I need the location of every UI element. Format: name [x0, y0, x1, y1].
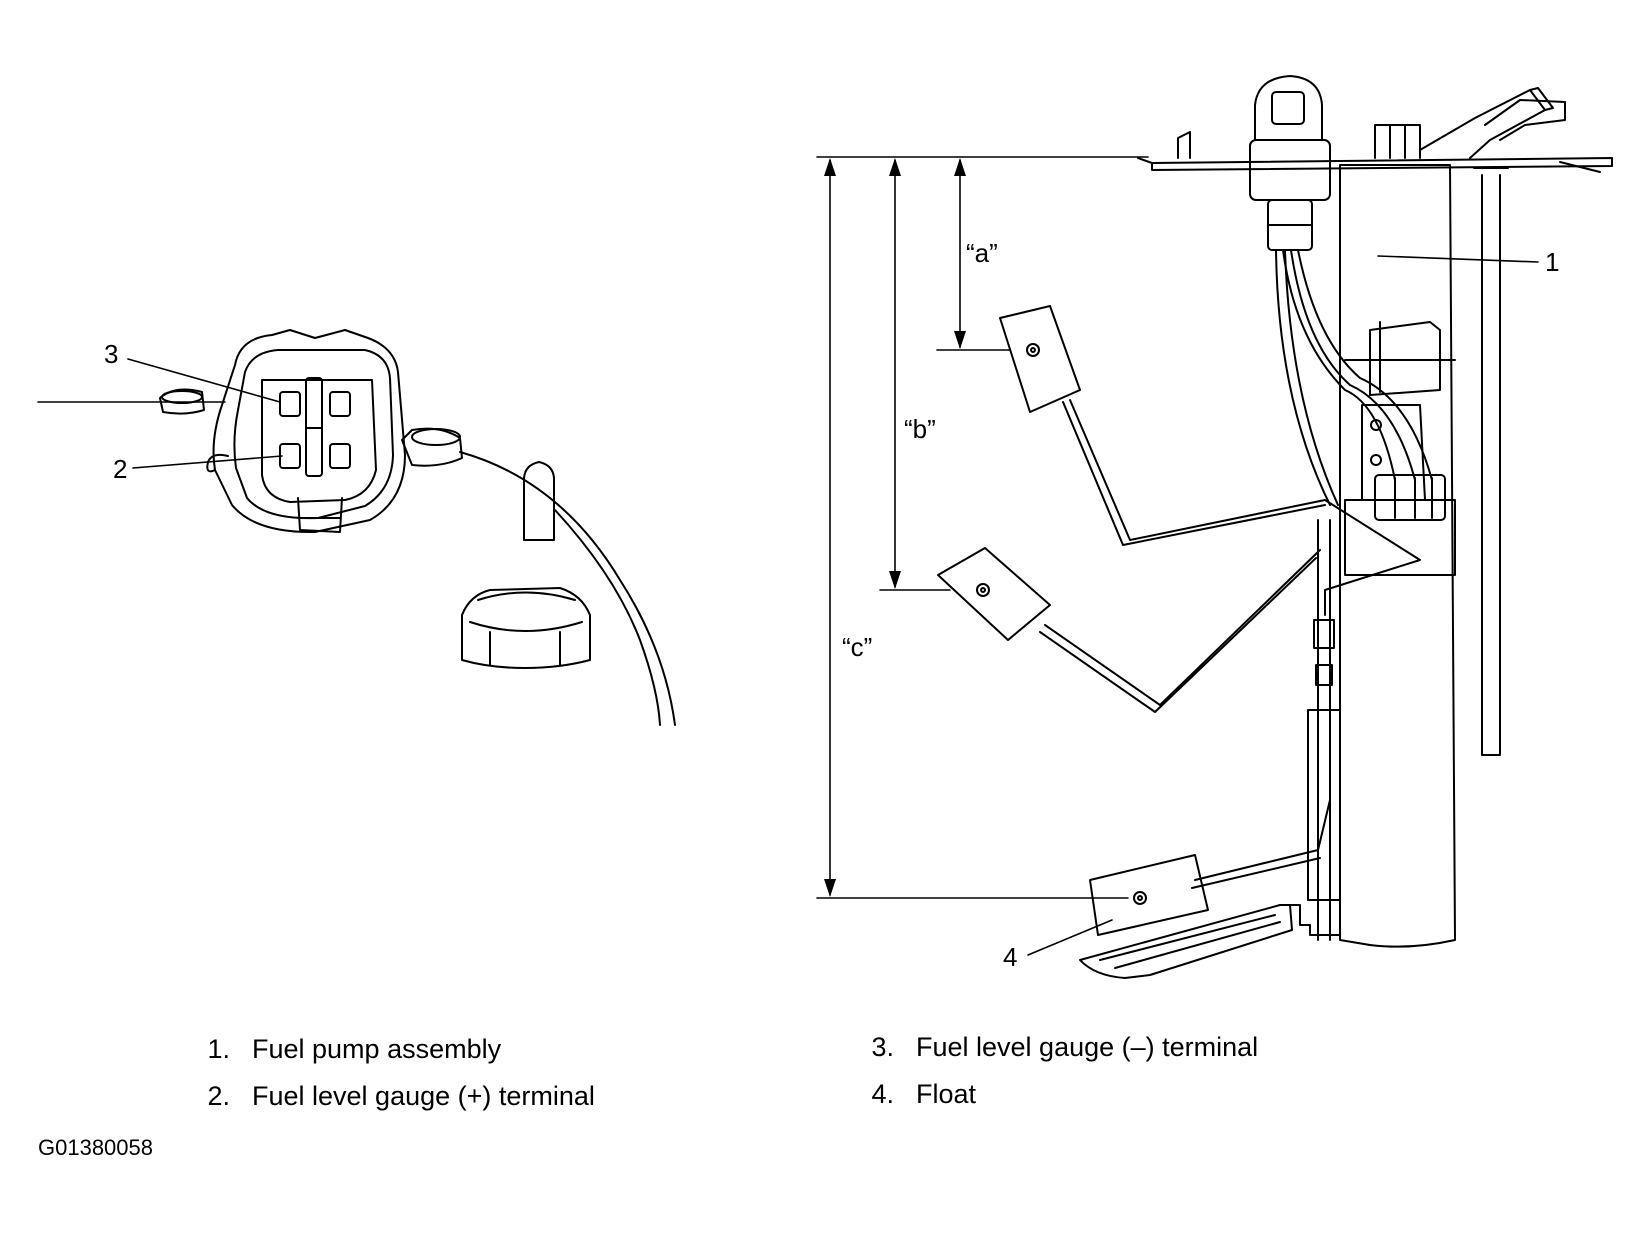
legend-number: 4.: [871, 1079, 894, 1109]
legend-label: Fuel level gauge (+) terminal: [252, 1081, 595, 1111]
legend-number: 1.: [207, 1034, 230, 1064]
dimension-label-b: “b”: [904, 414, 936, 444]
legend-number: 3.: [871, 1032, 894, 1062]
figure-id: G01380058: [38, 1135, 153, 1160]
legend-label: Fuel pump assembly: [252, 1034, 502, 1064]
legend-item-4: 4. Float: [846, 1081, 976, 1108]
callout-2: 2: [113, 454, 127, 484]
legend-label: Fuel level gauge (–) terminal: [916, 1032, 1259, 1062]
legend-item-3: 3. Fuel level gauge (–) terminal: [846, 1034, 1258, 1061]
callout-3: 3: [104, 339, 118, 369]
dimension-arrowheads: [824, 158, 966, 897]
pump-assembly: [816, 75, 1613, 979]
legend-item-1: 1. Fuel pump assembly: [182, 1036, 501, 1063]
legend-item-2: 2. Fuel level gauge (+) terminal: [182, 1081, 595, 1111]
callout-4: 4: [1003, 942, 1017, 972]
dimension-label-a: “a”: [966, 238, 998, 268]
callout-1: 1: [1545, 247, 1559, 277]
dimension-label-c: “c”: [842, 632, 872, 662]
legend-number: 2.: [207, 1081, 230, 1111]
legend-label: Float: [916, 1079, 977, 1109]
connector-closeup: [37, 329, 676, 726]
